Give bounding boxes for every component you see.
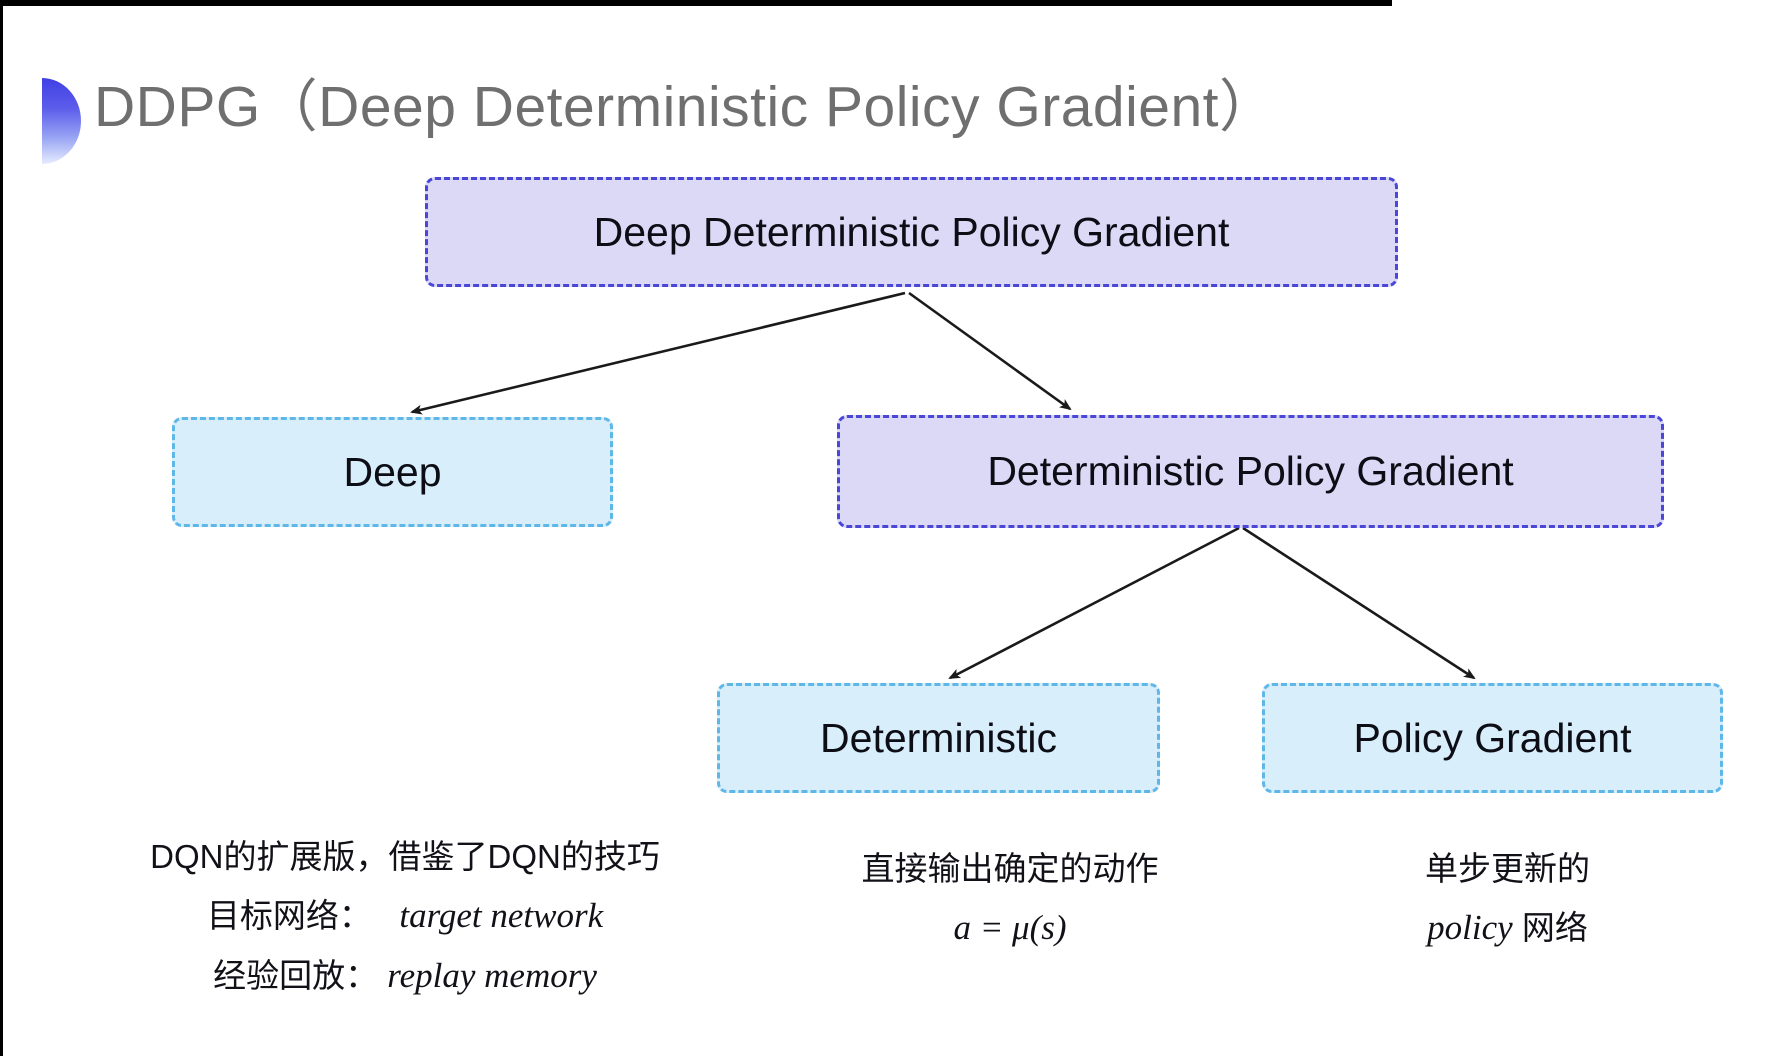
node-deterministic-policy-gradient: Deterministic Policy Gradient bbox=[837, 415, 1664, 528]
arrow-dpg-to-policy-gradient bbox=[1242, 526, 1476, 680]
node-label: Deterministic bbox=[820, 714, 1057, 761]
node-deep-deterministic-policy-gradient: Deep Deterministic Policy Gradient bbox=[425, 177, 1398, 287]
note-term: target network bbox=[399, 896, 604, 935]
note-line: 经验回放： replay memory bbox=[95, 958, 715, 993]
screen-edge-top bbox=[0, 0, 1392, 6]
note-line: 目标网络： target network bbox=[95, 898, 715, 933]
arrow-dpg-to-deterministic bbox=[948, 526, 1240, 680]
note-line: policy 网络 bbox=[1330, 910, 1685, 945]
node-label: Policy Gradient bbox=[1353, 714, 1632, 761]
note-text: 直接输出确定的动作 bbox=[861, 850, 1159, 887]
node-policy-gradient: Policy Gradient bbox=[1262, 683, 1723, 793]
note-deterministic-action: 直接输出确定的动作 a = μ(s) bbox=[810, 852, 1210, 970]
note-line: DQN的扩展版，借鉴了DQN的技巧 bbox=[95, 840, 715, 873]
note-text: 网络 bbox=[1521, 909, 1588, 946]
node-label: Deep bbox=[343, 448, 442, 495]
note-dqn-extension: DQN的扩展版，借鉴了DQN的技巧 目标网络： target network 经… bbox=[95, 840, 715, 1018]
note-line: 直接输出确定的动作 bbox=[810, 852, 1210, 885]
screen-edge-left bbox=[0, 0, 3, 1056]
node-label: Deterministic Policy Gradient bbox=[987, 448, 1514, 494]
note-text: 单步更新的 bbox=[1425, 850, 1590, 887]
note-policy-network: 单步更新的 policy 网络 bbox=[1330, 852, 1685, 970]
formula-text: a = μ(s) bbox=[953, 908, 1067, 947]
note-term: policy bbox=[1427, 908, 1513, 947]
node-deterministic: Deterministic bbox=[717, 683, 1160, 793]
node-deep: Deep bbox=[172, 417, 613, 527]
page-title: DDPG（Deep Deterministic Policy Gradient） bbox=[94, 75, 1277, 139]
note-line: a = μ(s) bbox=[810, 910, 1210, 945]
title-bullet-icon bbox=[42, 78, 81, 164]
note-text: DQN的扩展版，借鉴了DQN的技巧 bbox=[150, 838, 660, 875]
node-label: Deep Deterministic Policy Gradient bbox=[593, 208, 1230, 255]
arrow-root-to-deep bbox=[410, 291, 906, 415]
note-line: 单步更新的 bbox=[1330, 852, 1685, 885]
arrow-root-to-dpg bbox=[908, 291, 1072, 411]
note-label: 经验回放： bbox=[213, 957, 379, 994]
note-term: replay memory bbox=[387, 956, 597, 995]
note-label: 目标网络： bbox=[206, 897, 372, 934]
